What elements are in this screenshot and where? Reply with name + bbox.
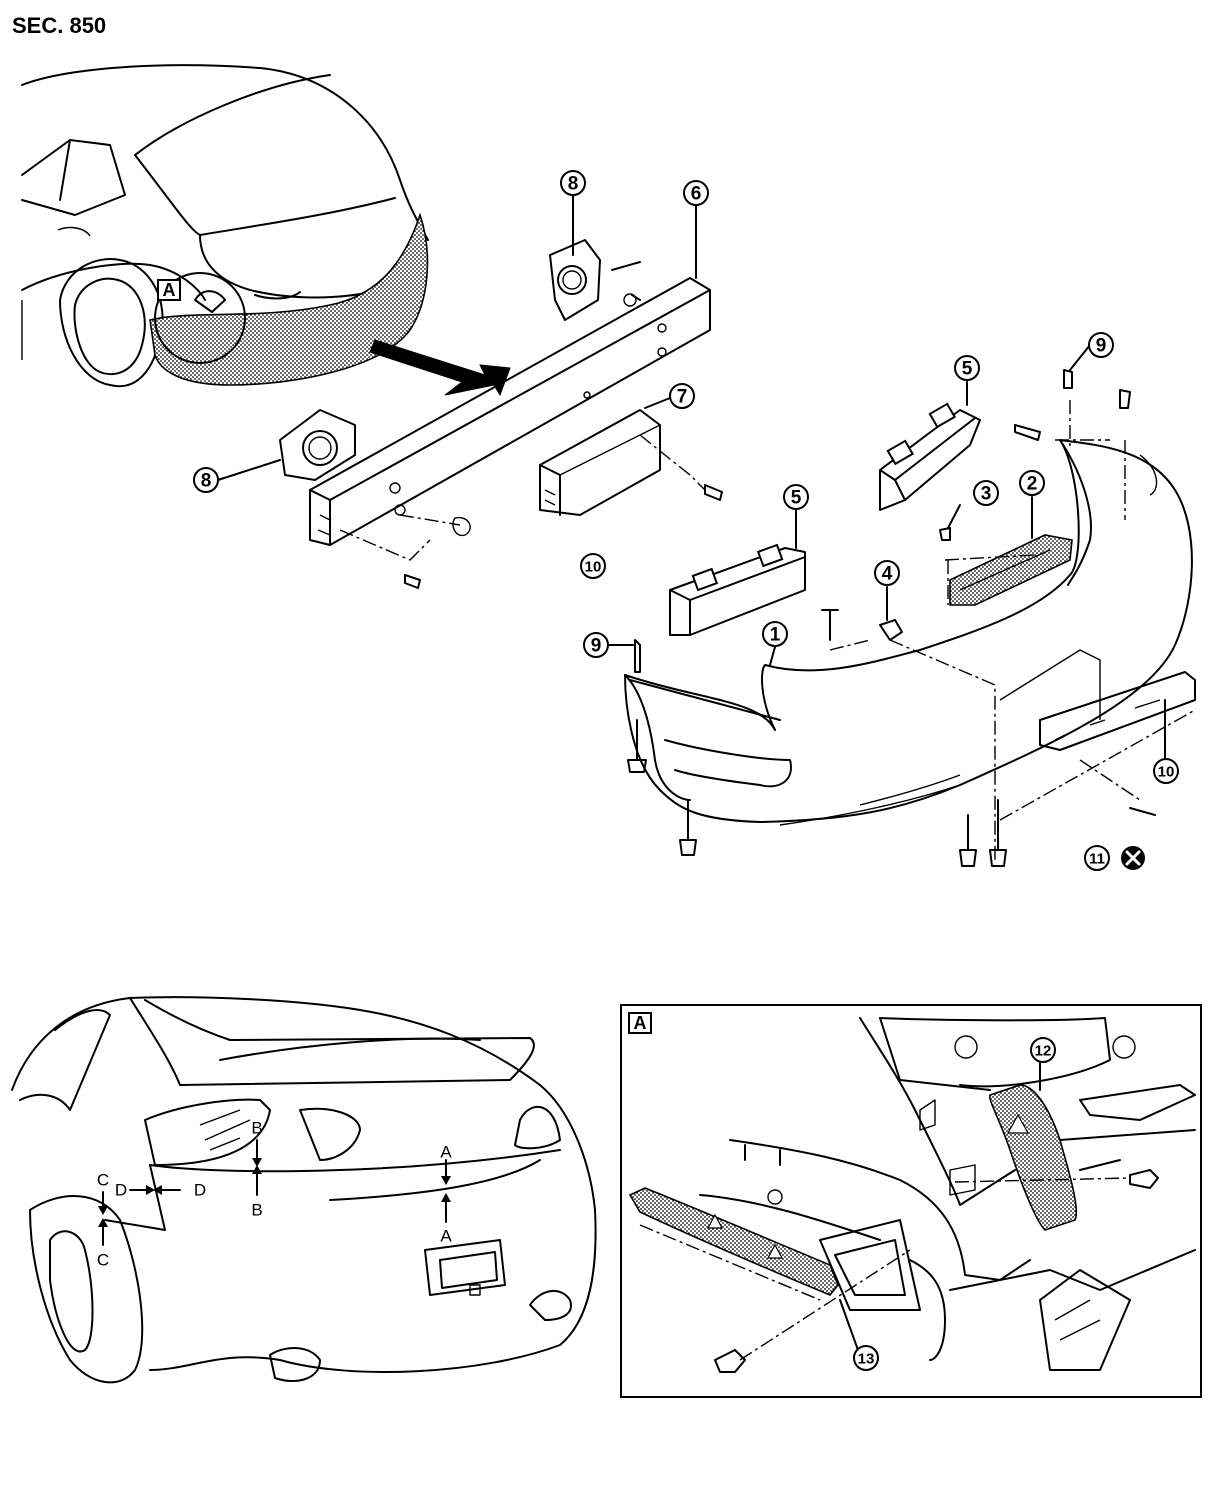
svg-text:10: 10 — [585, 559, 602, 576]
svg-text:5: 5 — [962, 359, 973, 380]
bumper-reinforcement-6 — [309, 204, 711, 589]
gap-b-top: B — [251, 1119, 262, 1138]
svg-text:10: 10 — [1158, 764, 1175, 781]
gap-c-top: C — [97, 1171, 109, 1190]
callout-3: 3 — [973, 480, 999, 506]
callout-1: 1 — [762, 621, 788, 647]
svg-text:4: 4 — [882, 564, 893, 585]
svg-text:11: 11 — [1089, 851, 1105, 868]
callout-10-upper: 10 — [580, 553, 606, 579]
callout-5-right: 5 — [954, 355, 980, 381]
svg-text:3: 3 — [981, 484, 992, 505]
fasteners — [607, 344, 1156, 867]
bracket-8-upper — [549, 192, 641, 321]
reflector-13 — [628, 1187, 839, 1296]
svg-text:1: 1 — [770, 625, 781, 646]
direction-arrow — [369, 339, 511, 397]
bracket-2 — [944, 496, 1073, 606]
svg-text:8: 8 — [568, 174, 579, 195]
callout-9-lower: 9 — [583, 632, 609, 658]
gap-b-bottom: B — [251, 1201, 262, 1220]
svg-text:12: 12 — [1035, 1043, 1052, 1060]
callout-13: 13 — [853, 1345, 879, 1371]
detail-a-magnifier — [154, 272, 246, 364]
absorber-5-right — [879, 381, 981, 511]
bracket-7 — [539, 397, 723, 516]
svg-text:9: 9 — [591, 636, 602, 657]
bracket-8-lower — [217, 409, 356, 481]
svg-text:7: 7 — [677, 387, 688, 408]
callout-11: 11 — [1084, 845, 1110, 871]
svg-text:9: 9 — [1096, 336, 1107, 357]
bumper-fascia-1 — [624, 400, 1193, 826]
svg-text:13: 13 — [858, 1351, 875, 1368]
svg-text:5: 5 — [791, 488, 802, 509]
svg-text:6: 6 — [691, 184, 702, 205]
callout-2: 2 — [1019, 470, 1045, 496]
svg-text:2: 2 — [1027, 474, 1038, 495]
rear-view-gap-diagram: A A B B C C D D — [11, 996, 597, 1384]
section-title: SEC. 850 — [12, 13, 106, 38]
detail-a-box: A 12 13 — [620, 1004, 1202, 1398]
callout-9-upper: 9 — [1088, 332, 1114, 358]
absorber-5-left — [669, 509, 806, 636]
callout-12: 12 — [1030, 1037, 1056, 1063]
callout-5-left: 5 — [783, 484, 809, 510]
gap-d-right: D — [194, 1181, 206, 1200]
callout-8-upper: 8 — [560, 170, 586, 196]
clip-3 — [939, 504, 961, 541]
nut-4 — [879, 586, 996, 860]
gap-a-bottom: A — [440, 1227, 452, 1246]
callout-8-lower: 8 — [193, 467, 219, 493]
reflector-12 — [989, 1084, 1078, 1231]
gap-c-bottom: C — [97, 1251, 109, 1270]
callout-6: 6 — [683, 180, 709, 206]
detail-a-tag: A — [163, 280, 176, 300]
gap-d-left: D — [115, 1181, 127, 1200]
callout-7: 7 — [669, 383, 695, 409]
do-not-reuse-icon — [1121, 846, 1145, 870]
callout-4: 4 — [874, 560, 900, 586]
car-rear-overview: A — [21, 64, 511, 397]
svg-text:8: 8 — [201, 471, 212, 492]
bracket-10-lower — [999, 671, 1196, 821]
detail-a-box-tag: A — [634, 1013, 647, 1033]
gap-a-top: A — [440, 1143, 452, 1162]
callout-10-lower: 10 — [1153, 758, 1179, 784]
